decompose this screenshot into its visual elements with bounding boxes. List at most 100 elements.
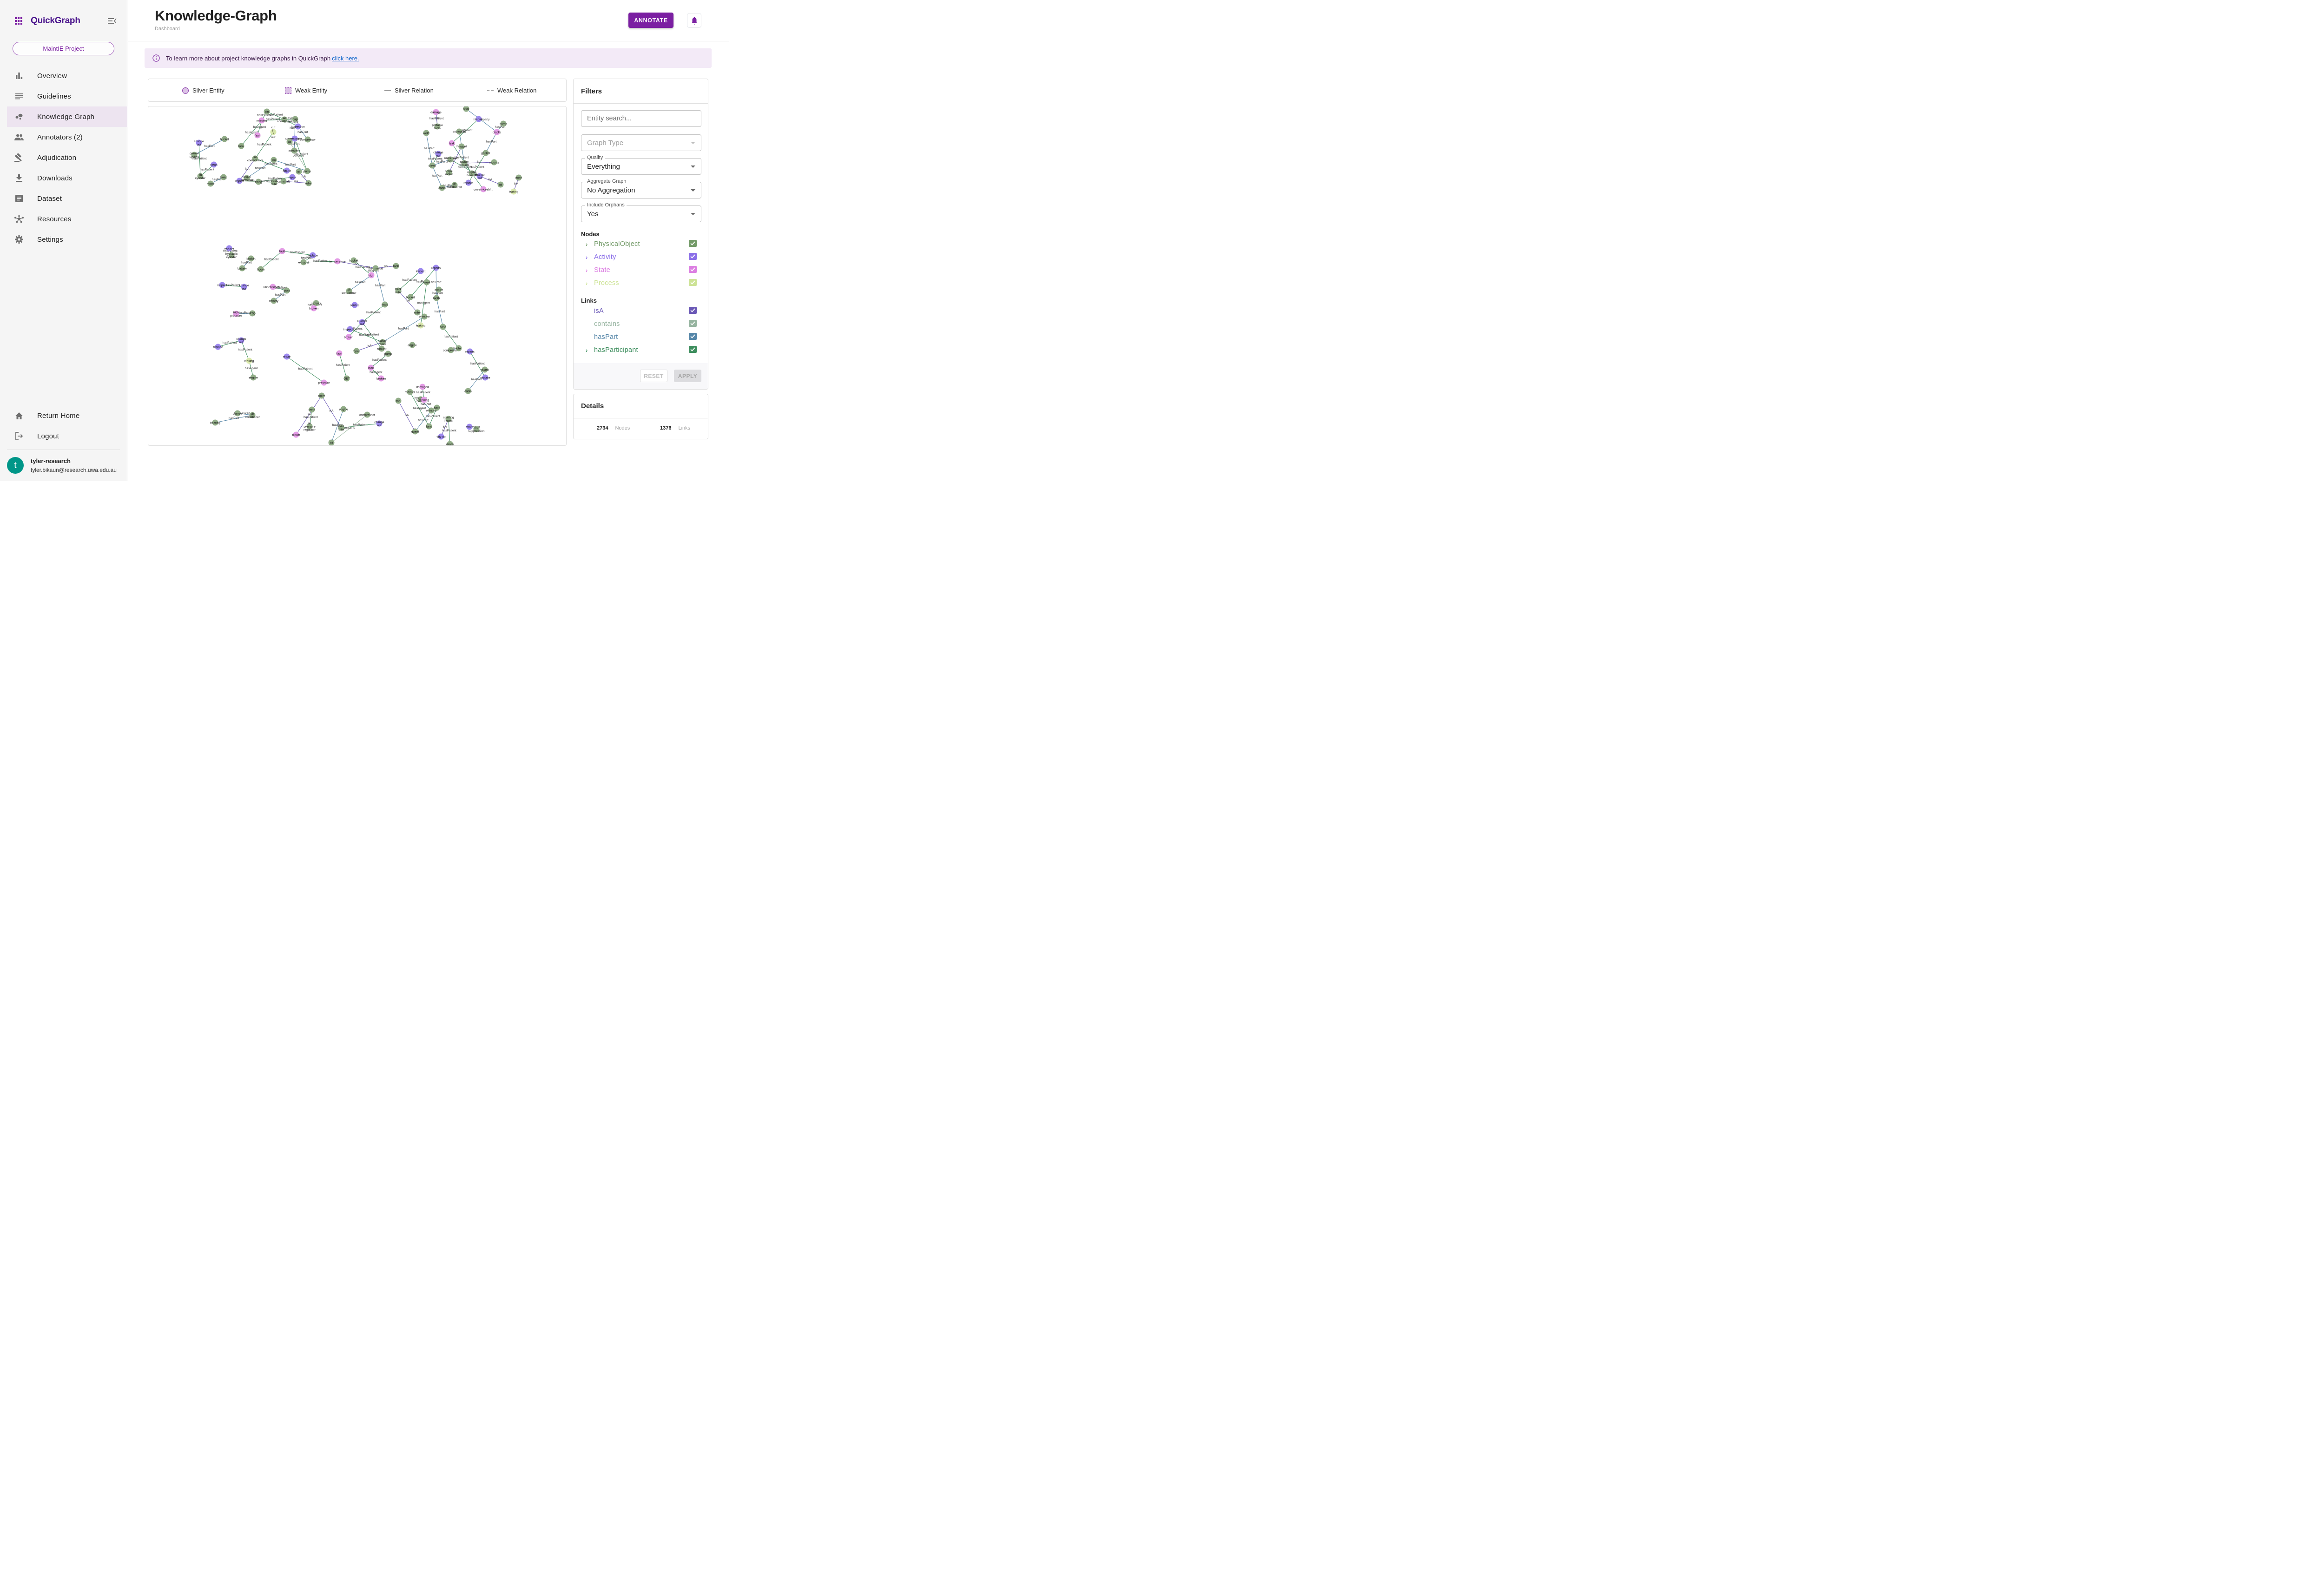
graph-node[interactable] bbox=[271, 157, 277, 163]
graph-link[interactable] bbox=[294, 138, 308, 172]
sidebar-item-knowledge-graph[interactable]: Knowledge Graph bbox=[7, 106, 127, 127]
graph-node[interactable] bbox=[343, 375, 350, 382]
graph-node[interactable] bbox=[428, 407, 435, 414]
graph-node[interactable] bbox=[414, 309, 421, 316]
graph-link[interactable] bbox=[241, 340, 250, 361]
graph-node[interactable] bbox=[215, 344, 221, 350]
graph-link[interactable] bbox=[468, 152, 486, 183]
graph-node[interactable] bbox=[433, 295, 440, 301]
graph-node[interactable] bbox=[423, 279, 430, 285]
graph-node[interactable] bbox=[250, 374, 257, 381]
graph-node[interactable] bbox=[236, 178, 243, 184]
graph-node[interactable] bbox=[196, 139, 202, 146]
graph-node[interactable] bbox=[291, 135, 298, 142]
graph-node[interactable] bbox=[281, 116, 288, 123]
graph-link[interactable] bbox=[260, 251, 283, 270]
graph-node[interactable] bbox=[456, 128, 462, 135]
graph-link[interactable] bbox=[485, 132, 497, 153]
chevron-right-icon[interactable]: › bbox=[586, 241, 588, 248]
sidebar-item-downloads[interactable]: Downloads bbox=[7, 168, 127, 188]
graph-node[interactable] bbox=[347, 326, 353, 332]
graph-link[interactable] bbox=[239, 180, 259, 182]
sidebar-item-dataset[interactable]: Dataset bbox=[7, 188, 127, 209]
graph-node[interactable] bbox=[407, 389, 413, 395]
graph-node[interactable] bbox=[313, 300, 319, 306]
filter-links-contains[interactable]: contains bbox=[581, 319, 701, 330]
graph-node[interactable] bbox=[286, 139, 293, 145]
quality-select[interactable]: Quality Everything bbox=[581, 155, 701, 175]
graph-node[interactable] bbox=[465, 179, 472, 186]
graph-node[interactable] bbox=[351, 302, 358, 308]
chevron-right-icon[interactable]: › bbox=[586, 267, 588, 274]
graph-link[interactable] bbox=[218, 340, 242, 347]
sidebar-item-resources[interactable]: Resources bbox=[7, 209, 127, 229]
graph-node[interactable] bbox=[417, 268, 424, 274]
graph-node[interactable] bbox=[447, 441, 453, 446]
graph-link[interactable] bbox=[215, 415, 253, 423]
filter-links-isa[interactable]: isA bbox=[581, 306, 701, 317]
graph-node[interactable] bbox=[429, 162, 436, 169]
graph-node[interactable] bbox=[434, 404, 440, 411]
graph-link[interactable] bbox=[448, 418, 450, 444]
graph-link[interactable] bbox=[255, 158, 287, 171]
graph-node[interactable] bbox=[433, 109, 439, 115]
graph-node[interactable] bbox=[461, 160, 468, 166]
graph-node[interactable] bbox=[368, 364, 374, 371]
graph-node[interactable] bbox=[346, 288, 352, 294]
graph-node[interactable] bbox=[238, 143, 244, 149]
graph-node[interactable] bbox=[378, 375, 384, 382]
graph-node[interactable] bbox=[446, 169, 452, 176]
graph-node[interactable] bbox=[421, 313, 428, 320]
graph-node[interactable] bbox=[510, 188, 517, 195]
graph-link[interactable] bbox=[464, 162, 495, 164]
graph-link[interactable] bbox=[398, 271, 421, 291]
graph-node[interactable] bbox=[376, 420, 383, 427]
graph-node[interactable] bbox=[433, 265, 439, 271]
graph-node[interactable] bbox=[292, 116, 298, 122]
graph-node[interactable] bbox=[480, 186, 487, 192]
graph-node[interactable] bbox=[310, 305, 317, 311]
graph-node[interactable] bbox=[482, 150, 489, 156]
graph-link[interactable] bbox=[375, 265, 396, 269]
graph-node[interactable] bbox=[463, 106, 469, 112]
annotate-button[interactable]: ANNOTATE bbox=[628, 13, 673, 28]
graph-node[interactable] bbox=[494, 129, 500, 135]
graph-node[interactable] bbox=[382, 301, 388, 308]
graph-type-select[interactable]: Graph Type bbox=[581, 134, 701, 151]
graph-node[interactable] bbox=[407, 294, 414, 300]
graph-node[interactable] bbox=[233, 311, 239, 317]
aggregate-graph-select[interactable]: Aggregate Graph No Aggregation bbox=[581, 179, 701, 199]
checkbox[interactable] bbox=[689, 346, 697, 353]
graph-node[interactable] bbox=[417, 322, 424, 329]
graph-node[interactable] bbox=[221, 136, 228, 142]
graph-link[interactable] bbox=[398, 290, 418, 313]
graph-node[interactable] bbox=[345, 334, 352, 340]
graph-node[interactable] bbox=[226, 245, 232, 252]
graph-node[interactable] bbox=[467, 348, 473, 355]
graph-link[interactable] bbox=[349, 275, 372, 291]
graph-node[interactable] bbox=[264, 108, 270, 115]
graph-node[interactable] bbox=[336, 350, 343, 357]
graph-link[interactable] bbox=[451, 119, 479, 144]
project-selector[interactable]: MaintIE Project bbox=[13, 42, 114, 55]
graph-node[interactable] bbox=[448, 347, 454, 353]
graph-node[interactable] bbox=[426, 423, 432, 430]
graph-link[interactable] bbox=[337, 261, 376, 269]
graph-node[interactable] bbox=[293, 431, 299, 438]
graph-node[interactable] bbox=[212, 419, 218, 426]
graph-link[interactable] bbox=[432, 159, 451, 166]
sidebar-item-logout[interactable]: Logout bbox=[7, 426, 127, 446]
graph-node[interactable] bbox=[270, 284, 276, 290]
graph-node[interactable] bbox=[439, 185, 445, 191]
graph-node[interactable] bbox=[350, 257, 357, 264]
graph-node[interactable] bbox=[456, 345, 462, 351]
graph-node[interactable] bbox=[451, 182, 458, 188]
graph-node[interactable] bbox=[340, 406, 347, 412]
graph-link[interactable] bbox=[409, 391, 429, 427]
graph-node[interactable] bbox=[284, 353, 290, 360]
graph-link[interactable] bbox=[398, 400, 416, 432]
graph-node[interactable] bbox=[238, 337, 244, 344]
graph-link[interactable] bbox=[362, 322, 382, 349]
graph-node[interactable] bbox=[515, 174, 522, 181]
graph-node[interactable] bbox=[300, 259, 307, 265]
